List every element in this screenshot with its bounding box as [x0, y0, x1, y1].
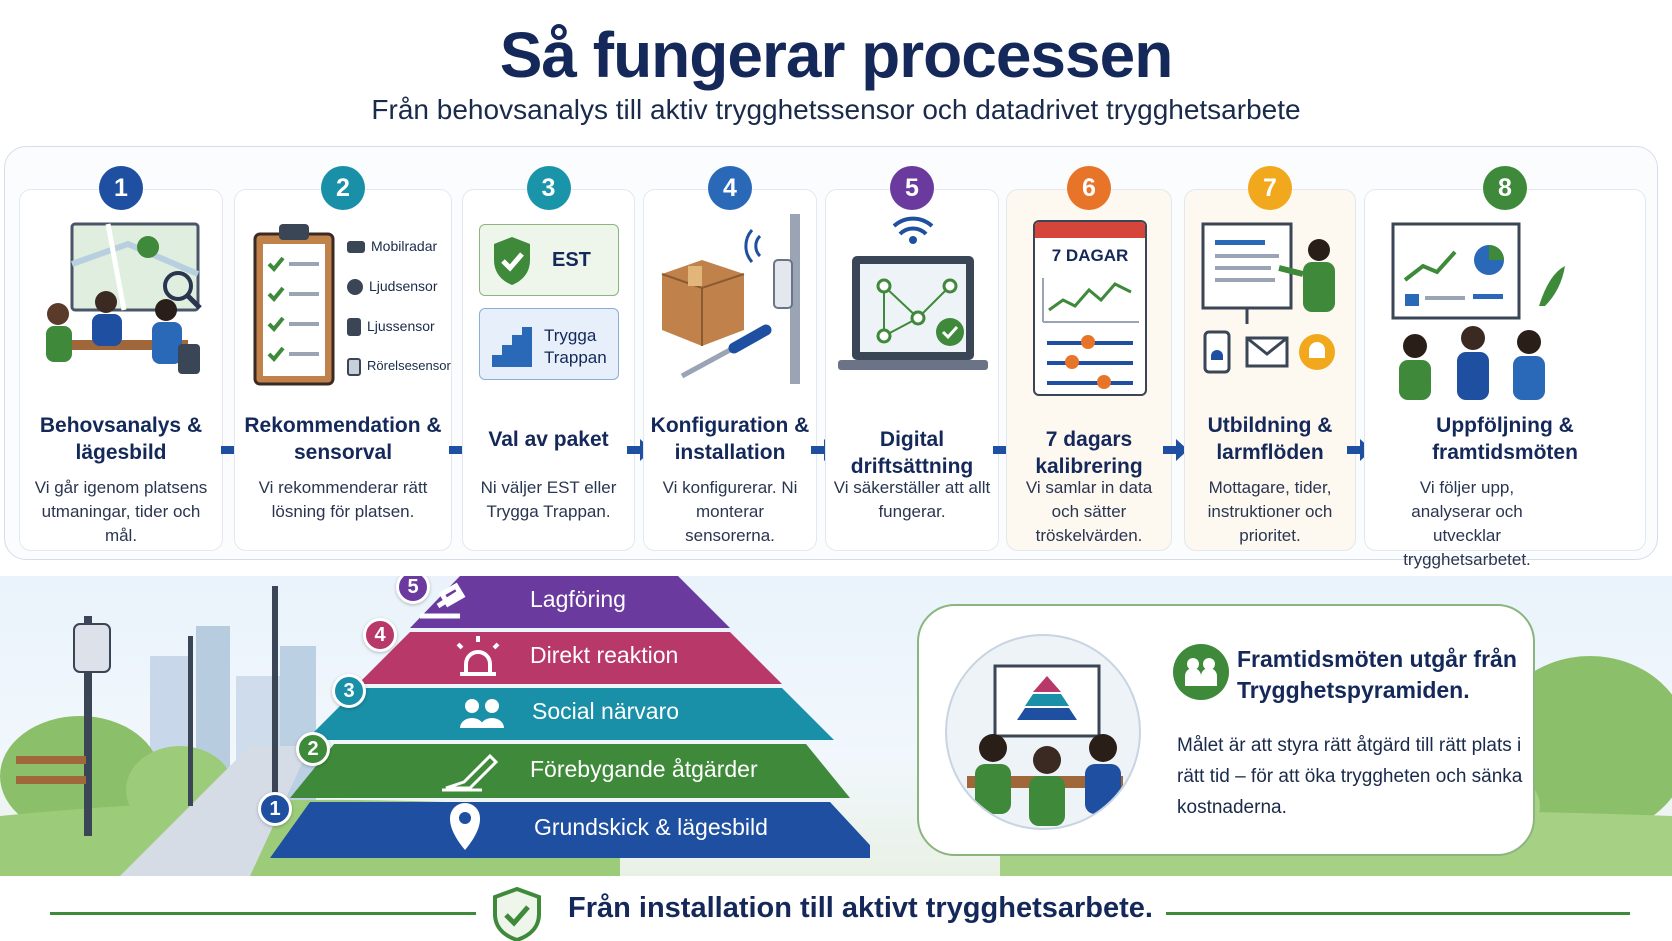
- line-chart-icon: [1042, 278, 1139, 323]
- motion-sensor-icon: [347, 357, 361, 376]
- step-3-title: Val av paket: [488, 428, 609, 451]
- alarm-light-icon: [456, 636, 500, 676]
- step-6-card: 6 7 DAGAR 7 dagars k: [1006, 166, 1172, 551]
- step-2-number: 2: [321, 166, 365, 210]
- future-meetings-body: Målet är att styra rätt åtgärd till rätt…: [1177, 735, 1523, 818]
- sensor-item: Ljudsensor: [347, 266, 457, 306]
- step-7-card: 7 Utbildning & larmflöden Mottaga: [1184, 166, 1356, 551]
- stairs-icon: [492, 327, 532, 367]
- pyramid-layer-3: [306, 688, 834, 740]
- step-2-card: 2 Mobilradar Ljudsensor Ljussensor Rörel…: [234, 166, 452, 551]
- sensor-item: Mobilradar: [347, 226, 457, 266]
- step-8-description: Vi följer upp, analyserar och utvecklar …: [1403, 478, 1531, 569]
- people-icon: [465, 699, 479, 713]
- arrow-right-icon: [1163, 439, 1188, 461]
- step-2-title: Rekommendation & sensorval: [244, 414, 442, 464]
- pyramid-layer-2: [290, 744, 850, 798]
- step-5-description: Vi säkerställer att allt fungerar.: [833, 478, 991, 521]
- trygghetspyramid: [270, 576, 870, 858]
- pyramid-level-5-label: Lagföring: [530, 586, 626, 612]
- pyramid-layer-5: [410, 576, 730, 628]
- pyramid-level-2-number: 2: [296, 732, 330, 766]
- step-1-title: Behovsanalys & lägesbild: [39, 414, 203, 464]
- page-subtitle: Från behovsanalys till aktiv trygghetsse…: [371, 94, 1301, 125]
- step-8-title: Uppföljning & framtidsmöten: [1432, 414, 1578, 464]
- step-4-description: Vi konfigurerar. Ni monterar sensorerna.: [662, 478, 798, 545]
- step-3-description: Ni väljer EST eller Trygga Trappan.: [480, 478, 617, 521]
- gavel-icon: [420, 582, 466, 619]
- pyramid-level-4-number: 4: [363, 618, 397, 652]
- people-icon: [1173, 644, 1229, 700]
- box-tools-sensor-illustration: [652, 214, 808, 404]
- pyramid-level-2-label: Förebygande åtgärder: [530, 756, 758, 782]
- clipboard-illustration: Mobilradar Ljudsensor Ljussensor Rörelse…: [243, 214, 451, 404]
- pyramid-level-1-label: Grundskick & lägesbild: [534, 814, 768, 840]
- step-8-card: 8 Uppföljning & framtidsmöten Vi följer …: [1364, 166, 1646, 569]
- calendar-header: [1035, 222, 1145, 238]
- meeting-illustration: [945, 634, 1141, 830]
- sound-sensor-icon: [347, 279, 363, 296]
- calendar-chart-illustration: 7 DAGAR: [1015, 214, 1163, 404]
- step-1-card: 1 Behovsanalys & lägesbild Vi går igenom…: [19, 166, 223, 551]
- pyramid-layer-1: [270, 802, 870, 858]
- light-sensor-icon: [347, 318, 361, 337]
- step-6-description: Vi samlar in data och sätter tröskelvärd…: [1025, 478, 1153, 545]
- step-5-title: Digital driftsättning: [850, 428, 974, 478]
- step-6-title: 7 dagars kalibrering: [1035, 428, 1143, 478]
- footer-divider-right: [1166, 912, 1630, 915]
- radar-icon: [347, 241, 365, 254]
- step-1-number: 1: [99, 166, 143, 210]
- analytics-meeting-illustration: [1373, 214, 1637, 404]
- pyramid-level-3-label: Social närvaro: [532, 698, 680, 724]
- step-5-number: 5: [890, 166, 934, 210]
- step-7-description: Mottagare, tider, instruktioner och prio…: [1207, 478, 1333, 545]
- package-est: EST: [479, 224, 619, 296]
- pyramid-level-3-number: 3: [332, 674, 366, 708]
- laptop-network-illustration: [834, 214, 990, 404]
- step-1-description: Vi går igenom platsens utmaningar, tider…: [34, 478, 208, 545]
- step-3-card: 3 EST Trygga Trappan Val av paket Ni väl…: [462, 166, 635, 551]
- sensor-list: Mobilradar Ljudsensor Ljussensor Rörelse…: [347, 226, 457, 386]
- process-panel: 1 Behovsanalys & lägesbild Vi går igenom…: [4, 146, 1658, 569]
- step-5-card: 5 Digital driftsättning: [825, 166, 999, 551]
- step-4-title: Konfiguration & installation: [650, 414, 810, 464]
- package-trygga-trappan: Trygga Trappan: [479, 308, 619, 380]
- pyramid-level-5-number: 5: [396, 576, 430, 604]
- step-6-number: 6: [1067, 166, 1111, 210]
- location-pin-icon: [450, 803, 480, 850]
- calendar-card: 7 DAGAR: [1033, 220, 1147, 396]
- sensor-item: Ljussensor: [347, 306, 457, 346]
- footer-divider-left: [50, 912, 476, 915]
- step-8-number: 8: [1483, 166, 1527, 210]
- hand-pen-icon: [442, 753, 499, 792]
- training-illustration: [1193, 214, 1347, 404]
- package-options: EST Trygga Trappan: [471, 214, 626, 404]
- shield-check-icon: [493, 886, 541, 941]
- future-meetings-heading: Framtidsmöten utgår från Trygghetspyrami…: [1237, 646, 1517, 703]
- meeting-map-illustration: [28, 214, 214, 404]
- step-4-card: 4 Konfiguration & installation Vi konfig…: [643, 166, 817, 551]
- step-4-number: 4: [708, 166, 752, 210]
- future-meetings-card: Framtidsmöten utgår från Trygghetspyrami…: [917, 604, 1535, 856]
- park-scene: 5 4 3 2 1 Lagföring Direkt reaktion Soci…: [0, 576, 1672, 876]
- sensor-item: Rörelsesensor: [347, 346, 457, 386]
- footer-tagline: Från installation till aktivt trygghetsa…: [568, 892, 1153, 924]
- page-title: Så fungerar processen: [499, 19, 1174, 91]
- slider-icons: [1035, 335, 1145, 394]
- step-7-number: 7: [1248, 166, 1292, 210]
- step-7-title: Utbildning & larmflöden: [1207, 414, 1333, 464]
- shield-check-icon: [494, 237, 530, 285]
- pyramid-level-4-label: Direkt reaktion: [530, 642, 679, 668]
- pyramid-level-1-number: 1: [258, 792, 292, 826]
- step-2-description: Vi rekommenderar rätt lösning för platse…: [258, 478, 428, 521]
- step-3-number: 3: [526, 166, 571, 210]
